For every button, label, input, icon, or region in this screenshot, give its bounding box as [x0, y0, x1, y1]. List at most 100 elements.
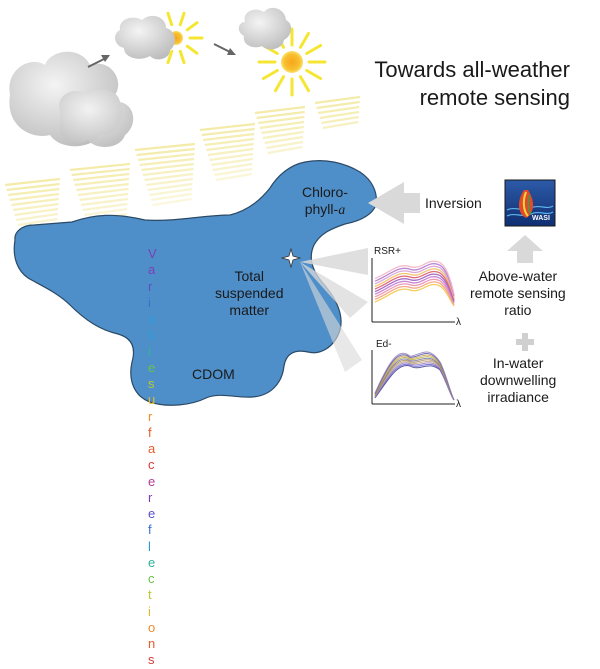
light-band-stroke — [261, 125, 304, 135]
light-band-stroke — [12, 202, 59, 212]
sun-ray — [166, 49, 174, 65]
sun-ray — [299, 31, 310, 49]
light-band-stroke — [77, 187, 129, 197]
rsr-curve — [374, 283, 455, 307]
sun-ray — [185, 21, 199, 32]
page-title: Towards all-weather remote sensing — [374, 56, 570, 111]
up-arrow — [507, 235, 543, 263]
light-band-stroke — [266, 140, 303, 150]
light-band-stroke — [17, 217, 58, 227]
light-band-stroke — [146, 177, 193, 187]
light-band-stroke — [204, 137, 255, 147]
tsm-line-2: suspended — [215, 284, 284, 301]
sun-ray — [261, 69, 279, 80]
ed-plot-label: Ed- — [376, 339, 392, 350]
light-band-stroke — [74, 177, 130, 187]
light-band-stroke — [138, 152, 195, 162]
light-band-stroke — [73, 172, 130, 182]
light-band-stroke — [314, 95, 361, 105]
chlorophyll-label: Chloro- phyll-a — [302, 184, 348, 220]
sun-ray — [274, 75, 285, 93]
light-band-stroke — [262, 130, 304, 140]
light-band-stroke — [84, 207, 128, 217]
rsr-curve — [374, 270, 455, 300]
arrow-cloud-1 — [87, 55, 110, 68]
ed-line-2: downwelling — [480, 371, 557, 388]
light-band-stroke — [149, 187, 193, 197]
sun-ray — [299, 75, 310, 93]
light-band-stroke — [8, 187, 60, 197]
inversion-label: Inversion — [425, 195, 482, 211]
sensor-star — [280, 247, 302, 269]
illustration — [4, 7, 556, 406]
wasi-logo-text: WASI — [532, 215, 550, 222]
arrow-cloud-2 — [213, 43, 236, 55]
light-band-stroke — [322, 120, 359, 130]
light-band-stroke — [215, 172, 252, 182]
sun-full — [238, 7, 327, 97]
light-band-stroke — [76, 182, 129, 192]
rsr-curve — [374, 278, 455, 304]
rsr-curve — [374, 273, 455, 302]
light-band-stroke — [79, 192, 129, 202]
rsr-curve — [374, 265, 455, 298]
light-band-stroke — [316, 100, 360, 110]
ed-plot — [371, 350, 455, 405]
light-band-stroke — [16, 212, 58, 222]
rsr-curve — [374, 268, 455, 299]
rsr-description: Above-water remote sensing ratio — [470, 268, 566, 318]
light-band-stroke — [319, 110, 360, 120]
light-band-stroke — [142, 167, 194, 177]
light-band-stroke — [152, 197, 192, 207]
light-band-stroke — [199, 122, 256, 132]
light-band-stroke — [82, 202, 128, 212]
chlorophyll-line-2: phyll-a — [304, 200, 346, 218]
light-band-stroke — [141, 162, 194, 172]
light-band-stroke — [201, 127, 255, 137]
wasi-logo — [504, 179, 556, 227]
light-band-stroke — [207, 147, 254, 157]
sun-ray — [305, 69, 323, 80]
light-band-stroke — [259, 120, 305, 130]
ed-line-1: In-water — [492, 355, 544, 371]
title-line-1: Towards all-weather — [374, 57, 570, 82]
light-band-stroke — [256, 110, 305, 120]
sun-ray — [305, 44, 323, 55]
light-band-stroke — [318, 105, 360, 115]
light-band-stroke — [81, 197, 128, 207]
sun-ray — [178, 49, 186, 65]
cloud-group-left — [9, 51, 134, 147]
light-band-stroke — [150, 192, 192, 202]
title-line-2: remote sensing — [419, 84, 570, 110]
light-band-stroke — [254, 105, 306, 115]
light-band-stroke — [203, 132, 255, 142]
light-band-stroke — [134, 142, 196, 152]
light-band-stroke — [71, 167, 130, 177]
light-band-stroke — [6, 182, 60, 192]
tsm-line-1: Total — [234, 268, 265, 284]
light-band-stroke — [9, 192, 60, 202]
light-band-stroke — [4, 177, 61, 187]
rsr-plot-label: RSR+ — [374, 246, 401, 257]
rsr-line-1: Above-water — [478, 268, 558, 284]
rsr-curve — [374, 263, 455, 296]
light-band-stroke — [206, 142, 254, 152]
light-band-stroke — [139, 157, 195, 167]
sun-ray — [166, 11, 174, 27]
rsr-plot — [371, 258, 455, 323]
rsr-line-2: remote sensing — [470, 284, 566, 301]
ed-description: In-water downwelling irradiance — [480, 355, 556, 405]
rsr-line-3: ratio — [504, 301, 532, 318]
ed-curve — [374, 351, 455, 401]
sun-ray — [178, 11, 186, 27]
light-band-stroke — [214, 167, 253, 177]
cdom-label: CDOM — [192, 366, 235, 382]
light-band-stroke — [258, 115, 305, 125]
chlorophyll-line-1: Chloro- — [302, 184, 348, 200]
tsm-label: Total suspended matter — [215, 268, 284, 318]
sun-partial — [115, 11, 204, 65]
light-band-stroke — [321, 115, 359, 125]
